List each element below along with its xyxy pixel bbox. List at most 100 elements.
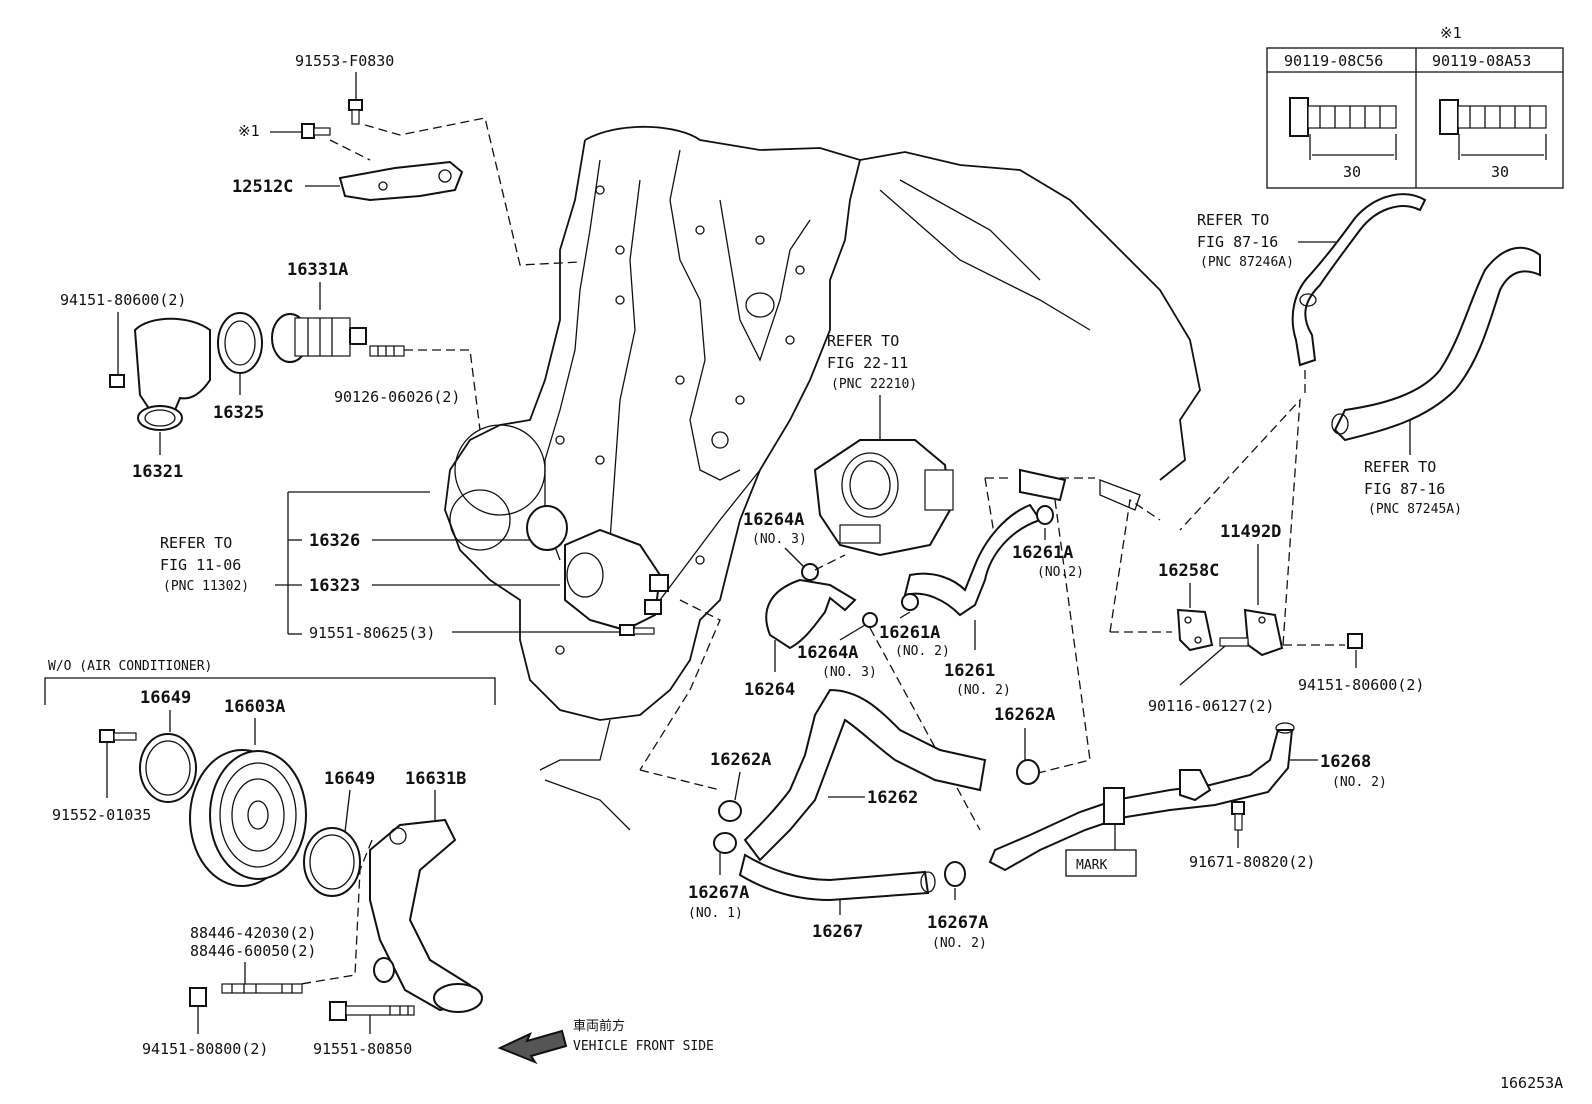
water-outlet-16323 xyxy=(564,528,669,632)
label-16267A-left: 16267A xyxy=(688,883,749,903)
label-16331A: 16331A xyxy=(287,260,348,280)
inset-frame xyxy=(1266,47,1564,189)
label-91671-80820: 91671-80820(2) xyxy=(1189,853,1315,871)
hose-87245A xyxy=(1331,246,1541,442)
label-16264A-lower-no: (NO. 3) xyxy=(822,665,877,680)
label-16261A-right-no: (NO.2) xyxy=(1037,565,1084,580)
bolt-icon xyxy=(301,123,331,139)
hose-16264 xyxy=(765,578,857,650)
hex-bolt-icon xyxy=(1439,99,1547,135)
label-16261A-left-no: (NO. 2) xyxy=(895,644,950,659)
ref-fig8716a-l2: FIG 87-16 xyxy=(1197,233,1278,251)
flange-bolt-icon xyxy=(1289,97,1397,137)
bracket-12512C xyxy=(338,160,464,202)
mark-box xyxy=(1065,849,1137,877)
label-16649-left: 16649 xyxy=(140,688,191,708)
label-16264A-upper: 16264A xyxy=(743,510,804,530)
water-inlet-16321 xyxy=(133,317,211,431)
label-16261-no: (NO. 2) xyxy=(956,683,1011,698)
inset-mark: ※1 xyxy=(1440,24,1462,42)
stud-bolt-icon xyxy=(369,345,405,357)
hose-16262 xyxy=(743,688,987,862)
label-16264: 16264 xyxy=(744,680,795,700)
label-16325: 16325 xyxy=(213,403,264,423)
clip-icon xyxy=(713,832,737,854)
water-pipe-16268 xyxy=(988,722,1295,872)
label-16261: 16261 xyxy=(944,661,995,681)
ref-fig8716a-l1: REFER TO xyxy=(1197,211,1269,229)
ref-fig8716b-l3: (PNC 87245A) xyxy=(1368,502,1462,517)
label-16649-right: 16649 xyxy=(324,769,375,789)
ref-fig8716a-l3: (PNC 87246A) xyxy=(1200,255,1294,270)
label-88446-42030: 88446-42030(2) xyxy=(190,924,316,942)
nut-icon xyxy=(1347,633,1363,649)
ref-fig2211-l3: (PNC 22210) xyxy=(831,377,917,392)
bolt-icon xyxy=(329,1001,415,1021)
thermostat xyxy=(271,313,367,363)
clip-icon xyxy=(718,800,742,822)
bolt-icon xyxy=(348,99,363,125)
bolt-icon xyxy=(1231,801,1245,831)
label-star1: ※1 xyxy=(238,122,260,140)
ref-fig1106-l1: REFER TO xyxy=(160,534,232,552)
clip-icon xyxy=(901,593,919,611)
o-ring-16326 xyxy=(526,505,568,551)
mark-label: MARK xyxy=(1076,858,1107,873)
clip-icon xyxy=(1016,759,1040,785)
label-16323: 16323 xyxy=(309,576,360,596)
label-16264A-lower: 16264A xyxy=(797,643,858,663)
front-arrow-icon xyxy=(497,1029,568,1065)
label-12512C: 12512C xyxy=(232,177,293,197)
label-16262: 16262 xyxy=(867,788,918,808)
direction-jp: 車両前方 xyxy=(573,1018,625,1034)
clip-icon xyxy=(801,563,819,581)
engine-block xyxy=(444,125,1201,831)
label-90126-06026: 90126-06026(2) xyxy=(334,388,460,406)
label-16631B: 16631B xyxy=(405,769,466,789)
label-16326: 16326 xyxy=(309,531,360,551)
inset-dim-2: 30 xyxy=(1491,163,1509,181)
label-90116-06127: 90116-06127(2) xyxy=(1148,697,1274,715)
pulley-cover-16649-right xyxy=(303,827,361,897)
label-16268: 16268 xyxy=(1320,752,1371,772)
ref-fig2211-l2: FIG 22-11 xyxy=(827,354,908,372)
label-91551-80625: 91551-80625(3) xyxy=(309,624,435,642)
gasket-16258C xyxy=(1176,608,1214,652)
label-16321: 16321 xyxy=(132,462,183,482)
ref-fig8716b-l2: FIG 87-16 xyxy=(1364,480,1445,498)
label-91552-01035: 91552-01035 xyxy=(52,806,151,824)
clip-icon xyxy=(1036,505,1054,525)
label-11492D: 11492D xyxy=(1220,522,1281,542)
label-94151-80600-left: 94151-80600(2) xyxy=(60,291,186,309)
label-16268-no: (NO. 2) xyxy=(1332,775,1387,790)
inset-part-2: 90119-08A53 xyxy=(1432,52,1531,70)
label-16264A-upper-no: (NO. 3) xyxy=(752,532,807,547)
throttle-body xyxy=(813,439,954,557)
direction-en: VEHICLE FRONT SIDE xyxy=(573,1039,714,1054)
label-16603A: 16603A xyxy=(224,697,285,717)
label-16267: 16267 xyxy=(812,922,863,942)
stud-bolt-icon xyxy=(1219,637,1249,647)
label-16267A-right-no: (NO. 2) xyxy=(932,936,987,951)
label-16267A-left-no: (NO. 1) xyxy=(688,906,743,921)
label-88446-60050: 88446-60050(2) xyxy=(190,942,316,960)
label-16261A-right: 16261A xyxy=(1012,543,1073,563)
idler-pulley-16603A xyxy=(189,749,307,887)
nut-icon xyxy=(109,374,125,388)
inset-part-1: 90119-08C56 xyxy=(1284,52,1383,70)
section-label-wo-ac: W/O (AIR CONDITIONER) xyxy=(48,659,212,674)
label-16262A-left: 16262A xyxy=(710,750,771,770)
bolt-inset: ※1 90119-08C56 90119-08A53 30 30 xyxy=(1266,24,1564,189)
hose-16267 xyxy=(738,853,936,902)
nut-icon xyxy=(189,987,207,1007)
label-91551-80850: 91551-80850 xyxy=(313,1040,412,1058)
cover-11492D xyxy=(1243,608,1284,657)
label-16261A-left: 16261A xyxy=(879,623,940,643)
figure-id: 166253A xyxy=(1500,1074,1563,1092)
idler-bracket-16631B xyxy=(369,818,483,1013)
inset-dim-1: 30 xyxy=(1343,163,1361,181)
ref-fig8716b-l1: REFER TO xyxy=(1364,458,1436,476)
hose-16261-upper xyxy=(1019,468,1067,502)
